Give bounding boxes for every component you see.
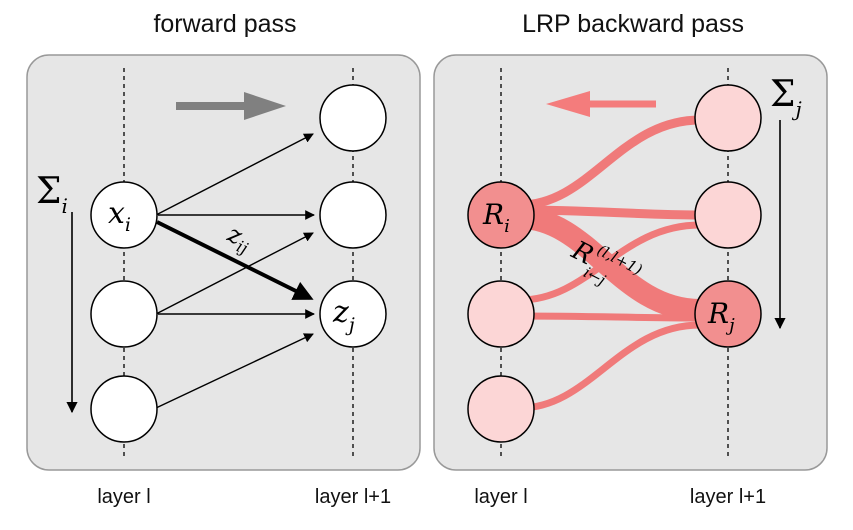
backward-pass-title: LRP backward pass bbox=[522, 10, 744, 38]
forward-panel-bg bbox=[26, 54, 421, 471]
forward-node-l1-1 bbox=[319, 84, 387, 152]
sum-i-label: Σi bbox=[36, 171, 68, 218]
Ri-label: Ri bbox=[482, 198, 510, 237]
backward-node-l-2 bbox=[467, 280, 535, 348]
forward-node-xi bbox=[90, 181, 158, 249]
backward-node-l1-1 bbox=[694, 84, 762, 152]
forward-pass-title: forward pass bbox=[153, 10, 297, 38]
forward-node-zj bbox=[319, 280, 387, 348]
relevance-flows bbox=[509, 115, 711, 412]
forward-node-l1-2 bbox=[319, 181, 387, 249]
forward-connections bbox=[155, 133, 315, 409]
backward-panel: Ri Rj R (l,l+1) i←j Σj bbox=[433, 54, 828, 471]
zj-label: zj bbox=[332, 295, 355, 336]
forward-node-l-2 bbox=[90, 280, 158, 348]
forward-layer-l1-label: layer l+1 bbox=[314, 486, 392, 508]
xi-label: xi bbox=[108, 196, 131, 236]
sum-j-label: Σj bbox=[770, 74, 802, 121]
backward-node-Ri bbox=[467, 181, 535, 249]
backward-node-Rj bbox=[694, 280, 762, 348]
backward-node-l-3 bbox=[467, 375, 535, 443]
backward-panel-bg bbox=[433, 54, 828, 471]
backward-layer-l-label: layer l bbox=[474, 486, 528, 508]
Rj-label: Rj bbox=[707, 297, 735, 336]
forward-highlight-connection bbox=[156, 220, 314, 300]
forward-layer-l-label: layer l bbox=[97, 486, 151, 508]
backward-layer-l1-label: layer l+1 bbox=[689, 486, 767, 508]
backward-node-l1-2 bbox=[694, 181, 762, 249]
forward-node-l-3 bbox=[90, 375, 158, 443]
backward-direction-arrow bbox=[546, 91, 656, 117]
forward-direction-arrow bbox=[176, 92, 286, 120]
forward-panel: zij xi zj Σi bbox=[26, 54, 421, 471]
